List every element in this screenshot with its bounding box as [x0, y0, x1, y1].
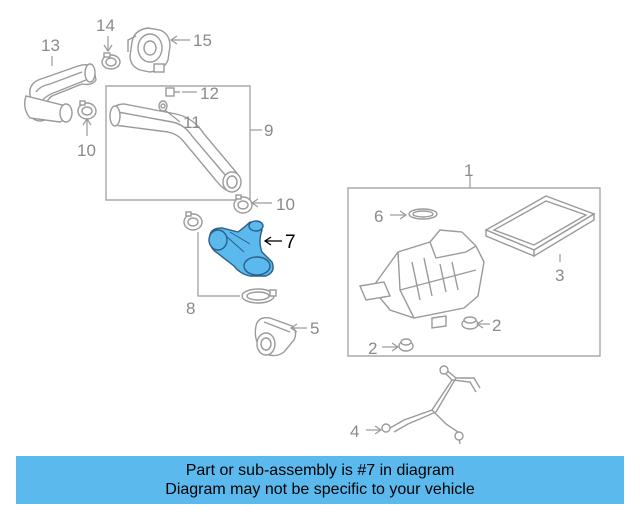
callout-2-a: 2 [492, 316, 501, 335]
part-5-flow-tube [254, 316, 297, 357]
part-7-end-bottom [243, 256, 271, 276]
callout-10-right: 10 [276, 195, 295, 214]
part-10-clamp-right [233, 194, 253, 214]
part-14-clamp [101, 52, 121, 70]
air-box-housing [359, 229, 485, 329]
callout-2-b: 2 [368, 339, 377, 358]
banner-line-1: Part or sub-assembly is #7 in diagram [185, 462, 455, 479]
banner-line-2: Diagram may not be specific to your vehi… [165, 481, 475, 498]
callout-7: 7 [285, 232, 296, 253]
callout-1: 1 [464, 161, 473, 180]
part-13-hose [23, 63, 97, 123]
callout-4: 4 [350, 422, 359, 441]
callout-8: 8 [186, 299, 195, 318]
part-7-hose-highlighted [208, 220, 274, 277]
part-8-clamp-bottom [241, 288, 277, 304]
part-12-bolt [165, 87, 180, 97]
group-box-1 [347, 187, 601, 357]
part-9-intake-pipe [109, 103, 242, 193]
part-2-grommet-b [398, 338, 414, 352]
callout-11: 11 [183, 113, 201, 132]
part-4-bracket [381, 365, 481, 445]
part-2-grommet-a [461, 316, 479, 330]
part-7-end-left [208, 229, 228, 251]
part-7-end-top [248, 220, 264, 232]
callout-6: 6 [374, 207, 383, 226]
part-8-clamp-top [183, 211, 203, 231]
callout-14: 14 [96, 16, 115, 35]
part-6-gasket [408, 208, 438, 220]
callout-10-left: 10 [77, 141, 96, 160]
callout-13: 13 [41, 36, 60, 55]
part-15-sensor [127, 27, 171, 73]
callout-15: 15 [193, 31, 212, 50]
callout-12: 12 [200, 84, 219, 103]
part-11-grommet [158, 100, 168, 112]
part-3-filter [484, 195, 596, 258]
part-10-clamp-left [77, 100, 97, 120]
callout-5: 5 [310, 319, 319, 338]
callout-9: 9 [264, 121, 273, 140]
info-banner: Part or sub-assembly is #7 in diagram Di… [16, 456, 624, 504]
callout-3: 3 [555, 266, 564, 285]
